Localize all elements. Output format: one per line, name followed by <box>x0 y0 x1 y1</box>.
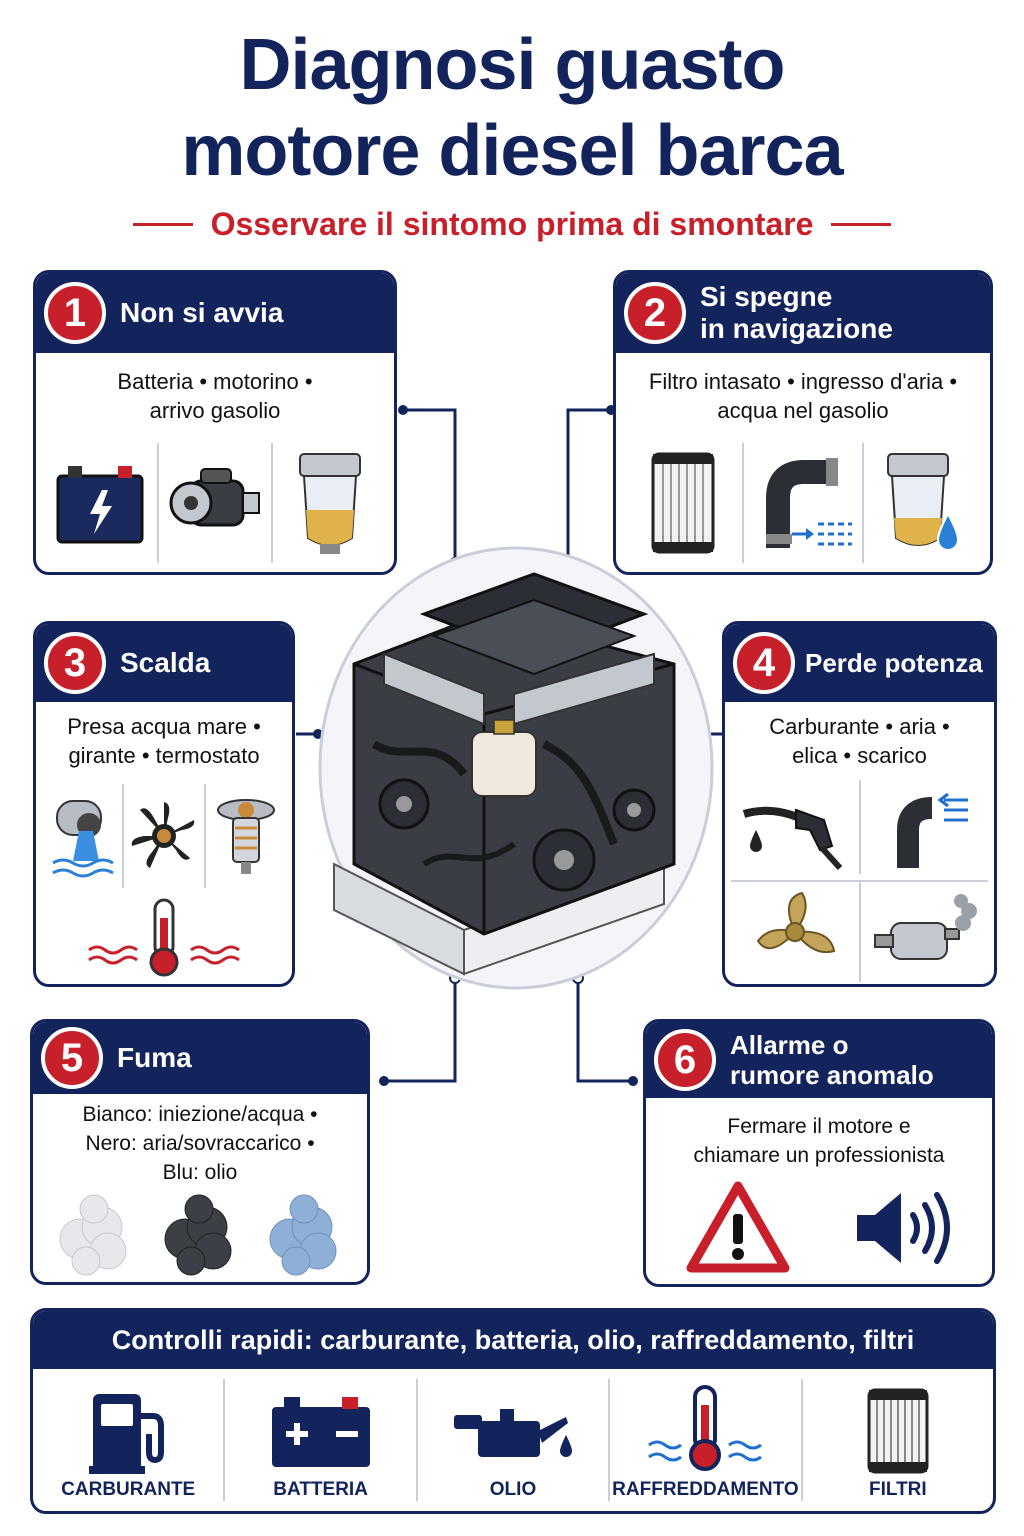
icon-row <box>44 443 386 563</box>
title-line: rumore anomalo <box>730 1060 934 1090</box>
step-number: 1 <box>44 282 106 344</box>
desc-line: girante • termostato <box>68 743 260 768</box>
card-description: Presa acqua mare • girante • termostato <box>46 712 282 770</box>
quick-check-label: BATTERIA <box>273 1479 368 1500</box>
card-smoke: 5 Fuma Bianco: iniezione/acqua • Nero: a… <box>30 1019 370 1285</box>
filter-icon <box>803 1383 993 1479</box>
quick-check-label: CARBURANTE <box>61 1479 196 1500</box>
fuel-pump-icon <box>33 1383 223 1479</box>
quick-check-cooling: RAFFREDDAMENTO <box>610 1379 803 1501</box>
battery-icon <box>225 1383 415 1479</box>
step-number: 6 <box>654 1029 716 1091</box>
oil-can-icon <box>418 1383 608 1479</box>
page-title-line2: motore diesel barca <box>181 111 843 191</box>
title-line: Si spegne <box>700 281 833 312</box>
quick-check-oil: OLIO <box>418 1379 611 1501</box>
card-header: 2 Si spegne in navigazione <box>616 273 990 353</box>
card-title: Non si avvia <box>120 297 284 328</box>
exhaust-muffler-icon <box>861 882 989 982</box>
icon-row <box>731 780 988 874</box>
desc-line: Batteria • motorino • <box>117 369 313 394</box>
sea-water-intake-icon <box>42 784 124 888</box>
desc-line: Carburante • aria • <box>769 714 950 739</box>
icon-row <box>656 1178 982 1278</box>
desc-line: Presa acqua mare • <box>67 714 261 739</box>
step-number: 4 <box>733 632 795 694</box>
card-description: Fermare il motore e chiamare un professi… <box>656 1112 982 1170</box>
card-title: Scalda <box>120 647 211 678</box>
speaker-icon <box>819 1178 982 1278</box>
card-no-start: 1 Non si avvia Batteria • motorino • arr… <box>33 270 397 575</box>
battery-icon <box>44 443 159 563</box>
step-number: 3 <box>44 632 106 694</box>
warning-triangle-icon <box>656 1178 819 1278</box>
desc-line: arrivo gasolio <box>149 398 281 423</box>
card-description: Batteria • motorino • arrivo gasolio <box>46 367 384 425</box>
water-in-fuel-bowl-icon <box>864 443 982 563</box>
step-number: 2 <box>624 282 686 344</box>
card-alarm-noise: 6 Allarme o rumore anomalo Fermare il mo… <box>643 1019 995 1287</box>
step-number: 5 <box>41 1027 103 1089</box>
subtitle: Osservare il sintomo prima di smontare <box>210 206 814 242</box>
propeller-icon <box>731 882 861 982</box>
card-header: 1 Non si avvia <box>36 273 394 353</box>
overheat-thermometer-icon <box>36 894 292 978</box>
title-line: in navigazione <box>700 313 893 344</box>
quick-check-label: FILTRI <box>868 1479 927 1500</box>
blue-smoke-icon <box>252 1188 357 1280</box>
subtitle-rule-right <box>831 223 892 226</box>
card-description: Carburante • aria • elica • scarico <box>735 712 984 770</box>
desc-line: Fermare il motore e <box>727 1115 911 1138</box>
quick-checks-panel: Controlli rapidi: carburante, batteria, … <box>30 1308 996 1514</box>
card-loses-power: 4 Perde potenza Carburante • aria • elic… <box>722 621 997 987</box>
quick-check-filters: FILTRI <box>803 1379 993 1501</box>
fuel-nozzle-icon <box>731 780 861 874</box>
fuel-filter-bowl-icon <box>273 443 386 563</box>
desc-line: acqua nel gasolio <box>717 398 889 423</box>
subtitle-rule-left <box>132 223 193 226</box>
card-title: Allarme o rumore anomalo <box>730 1030 934 1090</box>
card-header: 6 Allarme o rumore anomalo <box>646 1022 992 1098</box>
white-smoke-icon <box>43 1188 148 1280</box>
desc-line: Bianco: iniezione/acqua • <box>82 1103 318 1126</box>
quick-check-label: RAFFREDDAMENTO <box>612 1479 799 1500</box>
icon-row <box>731 880 988 982</box>
card-header: 4 Perde potenza <box>725 624 994 702</box>
desc-line: Nero: aria/sovraccarico • <box>85 1132 315 1155</box>
quick-check-battery: BATTERIA <box>225 1379 418 1501</box>
starter-motor-icon <box>159 443 274 563</box>
quick-check-fuel: CARBURANTE <box>33 1379 226 1501</box>
card-title: Perde potenza <box>805 648 983 678</box>
air-intake-hose-icon <box>744 443 864 563</box>
icon-row <box>42 784 286 888</box>
card-description: Filtro intasato • ingresso d'aria • acqu… <box>626 367 980 425</box>
card-title: Si spegne in navigazione <box>700 281 893 345</box>
air-hose-icon <box>861 780 989 874</box>
subtitle-row: Osservare il sintomo prima di smontare <box>0 206 1024 243</box>
quick-checks-row: CARBURANTE BATTERIA OLIO RAFFREDDAMENTO … <box>33 1369 993 1511</box>
desc-line: Blu: olio <box>162 1161 238 1184</box>
thermostat-icon <box>206 784 286 888</box>
icon-row <box>624 443 982 563</box>
desc-line: Filtro intasato • ingresso d'aria • <box>648 369 958 394</box>
fuel-filter-cartridge-icon <box>624 443 744 563</box>
card-header: 3 Scalda <box>36 624 292 702</box>
card-overheats: 3 Scalda Presa acqua mare • girante • te… <box>33 621 295 987</box>
card-header: 5 Fuma <box>33 1022 367 1094</box>
page-title-line1: Diagnosi guasto <box>239 25 785 105</box>
thermometer-icon <box>610 1383 800 1479</box>
quick-checks-title: Controlli rapidi: carburante, batteria, … <box>33 1311 993 1369</box>
quick-check-label: OLIO <box>489 1479 537 1500</box>
engine-illustration <box>314 544 718 992</box>
card-title: Fuma <box>117 1042 192 1073</box>
title-line: Allarme o <box>730 1030 849 1060</box>
card-stalls-underway: 2 Si spegne in navigazione Filtro intasa… <box>613 270 993 575</box>
desc-line: elica • scarico <box>792 743 927 768</box>
desc-line: chiamare un professionista <box>693 1144 945 1167</box>
black-smoke-icon <box>148 1188 253 1280</box>
icon-row <box>43 1188 357 1280</box>
impeller-icon <box>124 784 206 888</box>
card-description: Bianco: iniezione/acqua • Nero: aria/sov… <box>43 1100 357 1187</box>
